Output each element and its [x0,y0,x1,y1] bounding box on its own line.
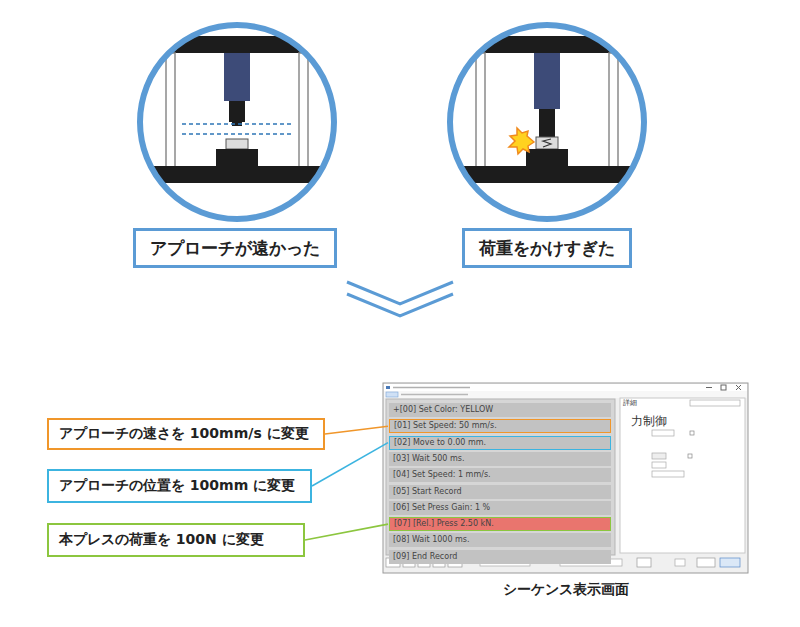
sequence-window: シーケンス表示画面+[00] Set Color: YELLOW[01] Set… [383,383,748,573]
press-tool [229,101,245,122]
screenshot-window [383,383,748,573]
workpiece [536,137,558,149]
dashed-line [182,123,292,125]
sequence-step: [07] [Rel.] Press 2.50 kN. [394,520,494,528]
window-button [721,385,726,390]
sequence-step: [01] Set Speed: 50 mm/s. [394,422,497,430]
spring-mark [543,139,551,147]
detail-panel [620,398,745,553]
checkbox [690,431,694,435]
sequence-step: +[00] Set Color: YELLOW [393,406,493,414]
sequence-row: [06] Set Press Gain: 1 % [389,501,611,515]
press-post [476,53,485,168]
circle-outline [140,25,334,219]
panel-text: 詳細 [623,400,742,408]
press-tool [539,109,555,137]
input-field [652,453,666,459]
sequence-row: [04] Set Speed: 1 mm/s. [389,468,611,482]
press-beam [430,36,670,53]
callout-text: 本プレスの荷重を 100N に変更 [59,531,264,549]
app-icon [386,386,390,389]
sequence-row: [05] Start Record [389,485,611,499]
leader-line [325,426,388,434]
problem-label: 荷重をかけすぎた [462,228,632,268]
sequence-row: [02] Move to 0.00 mm. [389,436,611,450]
label-text: 荷重をかけすぎた [479,237,615,260]
sequence-step: [09] End Record [393,553,457,561]
menu-placeholder [401,394,468,395]
input-field [652,462,666,468]
chevron [347,294,453,316]
workpiece [226,139,248,149]
callout-box: アプローチの位置を 100mm に変更 [47,469,312,503]
press-illustration [430,25,670,219]
sequence-row: [01] Set Speed: 50 mm/s. [389,419,611,433]
press-ram [534,53,560,109]
press-post [609,53,618,168]
menu-bar [384,391,747,398]
press-post [166,53,175,168]
callout-box: 本プレスの荷重を 100N に変更 [47,523,305,557]
callout-text: アプローチの速さを 100mm/s に変更 [59,425,309,443]
sequence-row: [03] Wait 500 ms. [389,452,611,466]
window-button [706,387,712,388]
sequence-row: [07] [Rel.] Press 2.50 kN. [389,517,611,531]
leader-line [305,524,388,540]
sequence-row: [08] Wait 1000 ms. [389,533,611,547]
sequence-step: [02] Move to 0.00 mm. [394,439,486,447]
checkbox [688,454,692,458]
sequence-step: [06] Set Press Gain: 1 % [393,504,490,512]
sequence-row: [09] End Record [389,550,611,564]
window-button [736,385,741,390]
callout-text: アプローチの位置を 100mm に変更 [59,477,295,495]
input-field [652,430,674,436]
panel-text: 力制御 [623,414,742,428]
sequence-list [386,399,615,555]
press-bed [216,149,258,166]
press-illustration [120,25,360,219]
title-bar [384,384,747,391]
circle-ground [140,25,334,219]
menu-tab [386,392,398,397]
callout-box: アプローチの速さを 100mm/s に変更 [47,418,325,450]
dashed-line [182,133,292,135]
input-field [652,471,684,477]
sequence-step: [08] Wait 1000 ms. [393,536,470,544]
circle-ground [450,25,644,219]
sequence-step: [05] Start Record [393,488,462,496]
sequence-row: +[00] Set Color: YELLOW [389,403,611,417]
caption: シーケンス表示画面 [383,581,748,599]
press-ram [224,53,250,101]
sequence-step: [03] Wait 500 ms. [393,455,464,463]
circle-outline [450,25,644,219]
detail-panel: 詳細力制御 [620,398,745,553]
sequence-step: [04] Set Speed: 1 mm/s. [393,471,491,479]
label-text: アプローチが遠かった [150,237,320,260]
dropdown [690,400,740,406]
title-placeholder [393,387,470,389]
window-frame [383,383,748,573]
impact-spark [509,128,534,154]
press-bed [526,149,568,166]
press-beam [120,36,360,53]
problem-label: アプローチが遠かった [133,228,337,268]
press-post [299,53,308,168]
